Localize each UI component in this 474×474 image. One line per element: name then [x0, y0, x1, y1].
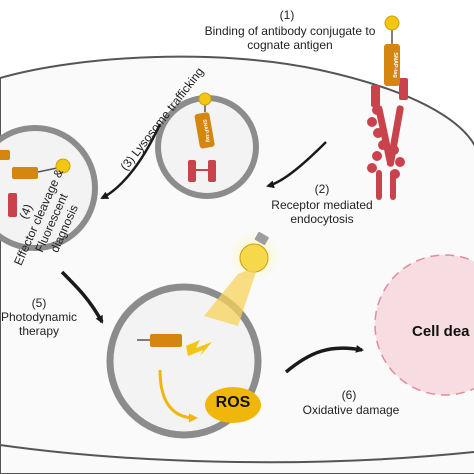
lightning-icon: [186, 340, 212, 356]
light-bulb-icon: [239, 231, 269, 273]
snap-tag-label-vesicle: SNAP-tag: [201, 119, 211, 143]
ros-blob: [205, 387, 261, 423]
step5-number: (5): [31, 296, 47, 310]
antibody-fragment: [371, 78, 408, 107]
ros-reaction-arrow: [158, 369, 198, 423]
arrow-step1-to-vesicle: [266, 141, 327, 189]
fluorophore-dot: [384, 15, 400, 31]
snap-tag-label: SNAP-tag: [392, 52, 398, 77]
step1-label-line1: Binding of antibody conjugate to: [204, 24, 376, 38]
light-beam: [204, 266, 258, 326]
antibody-antigen-complex: SNAP-tag: [367, 15, 408, 200]
dying-cell: [374, 254, 474, 396]
step1-label-line2: cognate antigen: [247, 38, 333, 52]
step2-label-line1: Receptor mediated: [271, 198, 373, 212]
step5-label-line1: Photodynamic: [0, 310, 78, 324]
step6-label: Oxidative damage: [302, 403, 400, 417]
ros-label: ROS: [215, 394, 251, 411]
cleaved-effector: [0, 150, 71, 217]
antigen-receptor: [367, 105, 405, 200]
arrow-lysosome-to-photodynamic: [60, 270, 104, 324]
step6-number: (6): [341, 388, 357, 402]
snap-tag-block: [384, 44, 400, 86]
step2-number: (2): [314, 182, 330, 196]
step1-number: (1): [279, 8, 295, 22]
step2-label-line2: endocytosis: [290, 212, 354, 226]
arrow-vesicle-to-lysosome: [100, 123, 162, 200]
lysosome: [0, 125, 98, 251]
photosensitizer-conjugate: [137, 334, 182, 347]
step5-label-line2: therapy: [18, 324, 60, 338]
cell-death-label: Cell dea: [412, 323, 470, 340]
arrow-to-cell-death: [284, 344, 364, 374]
cell-membrane-lower: [0, 444, 474, 464]
internalized-conjugate: SNAP-tag: [188, 92, 216, 182]
